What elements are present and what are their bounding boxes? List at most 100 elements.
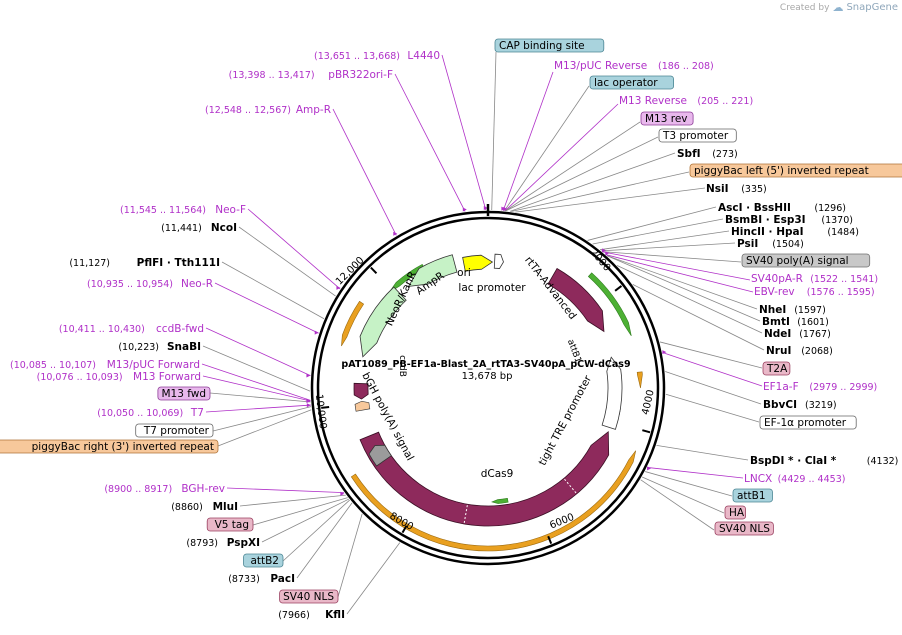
sbfi-label: SbfI(273) bbox=[677, 148, 738, 160]
t3-promoter-box bbox=[658, 128, 737, 143]
t7-promoter-text: T7 promoter bbox=[143, 425, 210, 437]
attb2-box bbox=[243, 553, 284, 568]
ndei-pos: (1767) bbox=[799, 329, 831, 340]
bbvci-label: BbvCI(3219) bbox=[763, 399, 837, 411]
sv40-polya-signal-leader bbox=[602, 251, 742, 263]
piggybac-left-box bbox=[689, 163, 902, 178]
m13-rev-text: M13 rev bbox=[645, 113, 688, 125]
bgh-rev-label: BGH-rev(8900 .. 8917) bbox=[104, 483, 225, 495]
m13-puc-reverse-coords: (186 .. 208) bbox=[658, 61, 714, 72]
t2a-label: T2A bbox=[762, 361, 791, 376]
ori-arrow bbox=[462, 254, 494, 272]
l4440-name: L4440 bbox=[407, 50, 440, 62]
tick-label: 8000 bbox=[387, 511, 415, 533]
sv40-nls-left-box bbox=[279, 589, 339, 604]
ndei-name: NdeI bbox=[764, 328, 791, 340]
ncoi-name: NcoI bbox=[211, 222, 237, 234]
rtta-advanced-arrow bbox=[547, 267, 605, 333]
tick-label: 10,000 bbox=[313, 394, 328, 430]
lncx-label: LNCX(4429 .. 4453) bbox=[744, 473, 845, 485]
nhei-name: NheI bbox=[759, 304, 786, 316]
psii-pos: (1504) bbox=[772, 239, 804, 250]
ncoi-leader bbox=[238, 226, 336, 297]
asci-name: AscI · BssHII bbox=[718, 202, 791, 214]
ccdb-fwd-coords: (10,411 .. 10,430) bbox=[59, 324, 145, 335]
neo-r-primer-mark bbox=[314, 330, 319, 335]
sv40-nls-left-label: SV40 NLS bbox=[279, 589, 339, 604]
nsii-pos: (335) bbox=[741, 184, 767, 195]
cap-binding-site-text: CAP binding site bbox=[499, 40, 585, 52]
mlui-pos: (8860) bbox=[171, 502, 203, 513]
piggybac-right-leader bbox=[217, 409, 312, 447]
ccdb-fwd-label: ccdB-fwd(10,411 .. 10,430) bbox=[59, 323, 204, 335]
l4440-leader bbox=[441, 54, 487, 211]
m13-puc-forward-coords: (10,085 .. 10,107) bbox=[10, 360, 96, 371]
ccdb-fwd-primer-mark bbox=[306, 373, 311, 378]
l4440-coords: (13,651 .. 13,668) bbox=[314, 51, 400, 62]
attb1-text: attB1 bbox=[737, 490, 766, 502]
bsmbi-name: BsmBI · Esp3I bbox=[725, 214, 806, 226]
m13-forward-name: M13 Forward bbox=[133, 371, 201, 383]
cap-binding-site-label: CAP binding site bbox=[494, 38, 605, 53]
neo-f-label: Neo-F(11,545 .. 11,564) bbox=[120, 204, 246, 216]
lac-promoter-label: lac promoter bbox=[458, 282, 526, 294]
piggybac-right-box bbox=[0, 439, 219, 454]
t7-promoter-label: T7 promoter bbox=[135, 423, 214, 438]
sv40pa-r-coords: (1522 .. 1541) bbox=[810, 274, 878, 285]
bgh-rev-name: BGH-rev bbox=[181, 483, 225, 495]
pbr322ori-f-coords: (13,398 .. 13,417) bbox=[229, 70, 315, 81]
m13-forward-label: M13 Forward(10,076 .. 10,093) bbox=[37, 371, 201, 383]
orf-arrow-t2a bbox=[636, 371, 643, 389]
attb1-box bbox=[732, 488, 773, 503]
inner-strand bbox=[316, 216, 660, 560]
bbvci-leader bbox=[665, 371, 762, 405]
tick-mark bbox=[321, 405, 330, 409]
ebv-rev-coords: (1576 .. 1595) bbox=[807, 287, 875, 298]
nhei-leader bbox=[606, 255, 758, 310]
dcas9-segment-mark bbox=[564, 478, 577, 494]
ncoi-label: NcoI(11,441) bbox=[161, 222, 237, 234]
lac-operator-box bbox=[589, 75, 674, 90]
psii-leader bbox=[601, 242, 736, 252]
asci-label: AscI · BssHII(1296) bbox=[718, 202, 846, 214]
hincii-pos: (1484) bbox=[827, 227, 859, 238]
paci-pos: (8733) bbox=[228, 574, 260, 585]
m13-puc-reverse-label: M13/pUC Reverse(186 .. 208) bbox=[554, 60, 714, 72]
snabi-name: SnaBI bbox=[167, 341, 201, 353]
bspdi-leader bbox=[656, 444, 749, 461]
tight-tre-promoter-arrow bbox=[601, 356, 623, 430]
map-center-title: pAT1089_PB-EF1a-Blast_2A_rtTA3-SV40pA_pC… bbox=[341, 359, 630, 382]
pbr322ori-f-primer-mark bbox=[462, 207, 467, 212]
bsmbi-leader bbox=[592, 218, 724, 245]
t2a-leader bbox=[659, 341, 763, 369]
lac-promoter-arrow bbox=[493, 253, 504, 269]
plasmid-name: pAT1089_PB-EF1a-Blast_2A_rtTA3-SV40pA_pC… bbox=[341, 359, 630, 370]
neo-f-name: Neo-F bbox=[215, 204, 246, 216]
m13-reverse-primer-mark bbox=[503, 206, 508, 211]
neo-r-leader bbox=[214, 282, 319, 334]
pflfi-name: PflFI · Tth111I bbox=[137, 257, 220, 269]
hincii-label: HincII · HpaI(1484) bbox=[731, 226, 859, 238]
attb1-label: attB1 bbox=[732, 488, 773, 503]
snabi-label: SnaBI (10,223) bbox=[118, 341, 201, 353]
dcas9-segment-mark bbox=[463, 505, 468, 524]
v5-tag-label: V5 tag bbox=[206, 517, 254, 532]
t7-label: T7(10,050 .. 10,069) bbox=[97, 407, 204, 419]
sv40-nls-right-leader bbox=[640, 479, 715, 531]
lac-operator-label: lac operator bbox=[589, 75, 674, 90]
ebv-rev-label: EBV-rev(1576 .. 1595) bbox=[754, 286, 875, 298]
v5-tag-box bbox=[206, 517, 254, 532]
sv40pa-r-label: SV40pA-R(1522 .. 1541) bbox=[751, 273, 878, 285]
ebv-rev-primer-mark bbox=[605, 251, 610, 256]
tick-mark bbox=[614, 285, 623, 292]
m13-fwd-label: M13 fwd bbox=[157, 386, 211, 401]
pbr322ori-f-name: pBR322ori-F bbox=[328, 69, 393, 81]
snabi-pos: (10,223) bbox=[118, 342, 159, 353]
t7-promoter-box bbox=[135, 423, 214, 438]
snabi-leader bbox=[202, 345, 311, 392]
sbfi-pos: (273) bbox=[712, 149, 738, 160]
pflfi-label: PflFI · Tth111I(11,127) bbox=[69, 257, 220, 269]
t7-name: T7 bbox=[190, 407, 204, 419]
m13-reverse-name: M13 Reverse bbox=[619, 95, 687, 107]
